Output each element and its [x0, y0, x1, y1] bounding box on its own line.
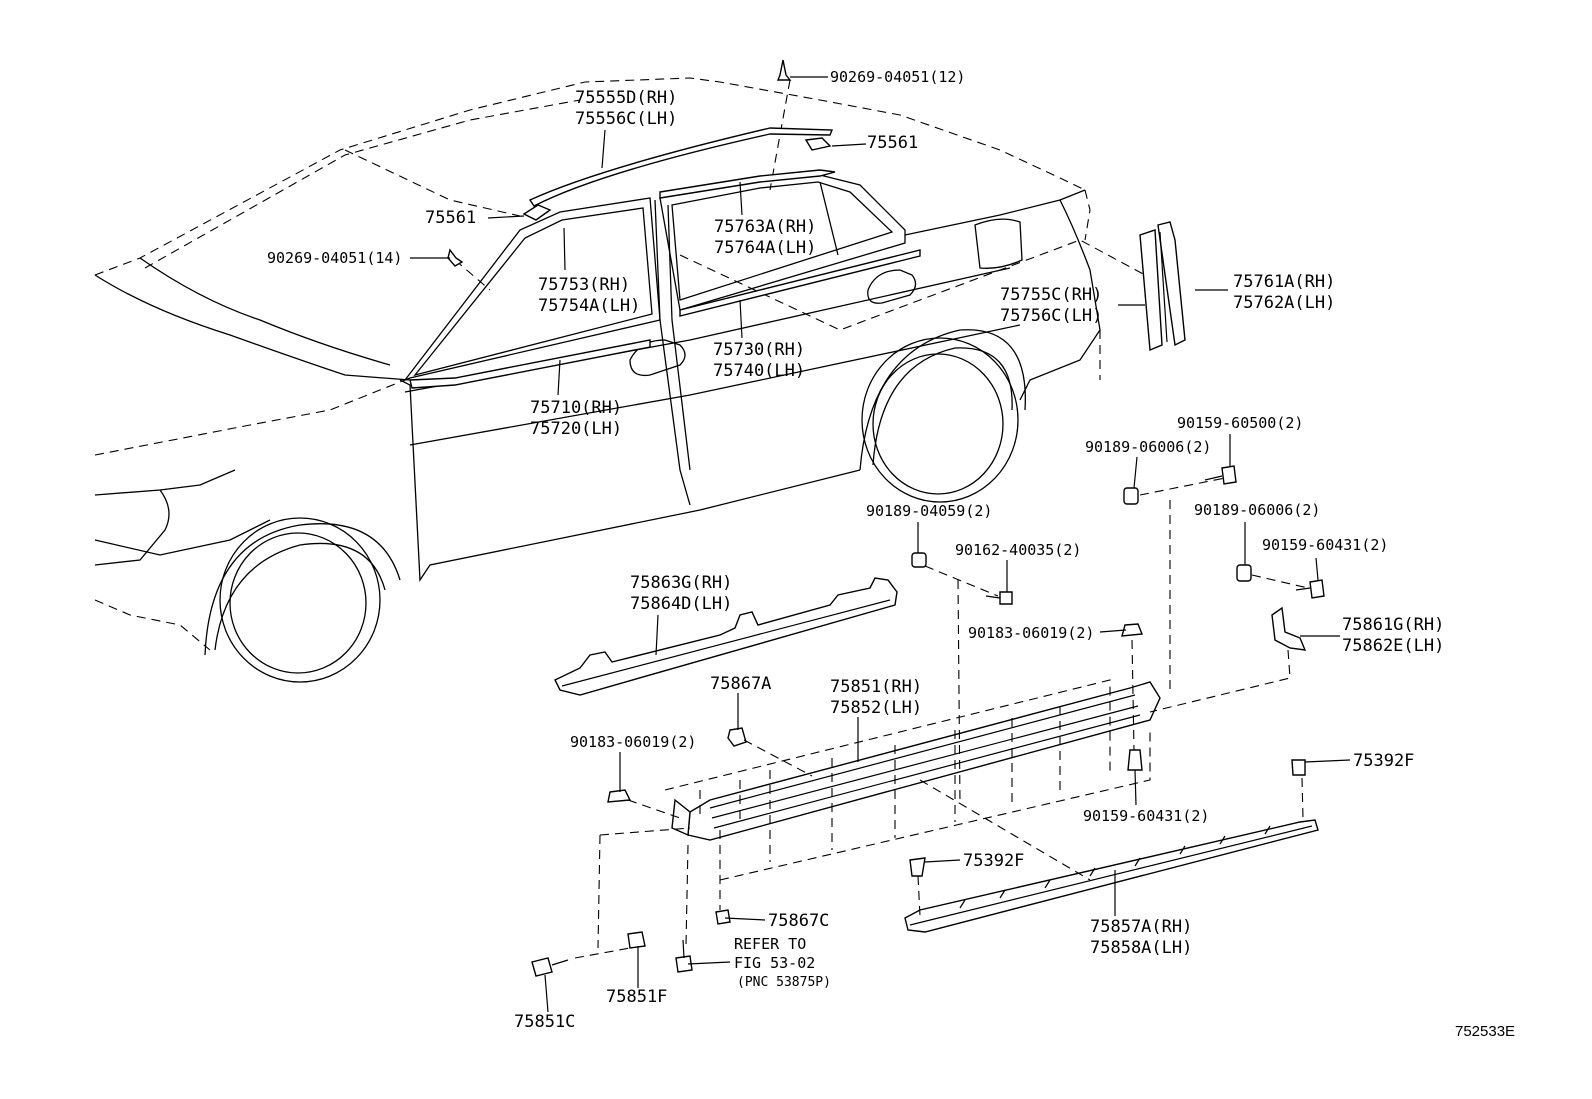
label-75762a-lh: 75762A(LH)	[1233, 293, 1335, 313]
label-75861g-rh: 75861G(RH)	[1342, 615, 1444, 635]
refer-line-3: (PNC 53875P)	[737, 975, 831, 990]
label-75710-rh: 75710(RH)	[530, 398, 622, 418]
figure-id: 752533E	[1455, 1023, 1515, 1040]
assembly-guide-lines	[574, 477, 1309, 959]
label-75867a: 75867A	[710, 674, 771, 694]
label-90159-60431-upper: 90159-60431(2)	[1262, 536, 1388, 554]
label-90189-04059: 90189-04059(2)	[866, 502, 992, 520]
label-75851f: 75851F	[606, 987, 667, 1007]
label-90189-06006-upper: 90189-06006(2)	[1085, 438, 1211, 456]
label-75756c-lh: 75756C(LH)	[1000, 306, 1102, 326]
label-75556c-lh: 75556C(LH)	[575, 109, 677, 129]
label-75754a-lh: 75754A(LH)	[538, 296, 640, 316]
label-75761a-rh: 75761A(RH)	[1233, 272, 1335, 292]
label-75864d-lh: 75864D(LH)	[630, 594, 732, 614]
label-75852-lh: 75852(LH)	[830, 698, 922, 718]
label-90183-06019-upper: 90183-06019(2)	[968, 624, 1094, 642]
label-75561-upper: 75561	[867, 133, 918, 153]
label-90189-06006-lower: 90189-06006(2)	[1194, 501, 1320, 519]
rocker-main-part	[671, 681, 1161, 841]
label-75764a-lh: 75764A(LH)	[714, 238, 816, 258]
rocker-bracket-part	[1271, 606, 1307, 651]
label-75561-lower: 75561	[425, 208, 476, 228]
label-90269-04051-14: 90269-04051(14)	[267, 249, 402, 267]
label-75851-rh: 75851(RH)	[830, 677, 922, 697]
label-90162-40035: 90162-40035(2)	[955, 541, 1081, 559]
label-75863g-rh: 75863G(RH)	[630, 573, 732, 593]
label-75753-rh: 75753(RH)	[538, 275, 630, 295]
belt-molding-parts	[409, 169, 921, 389]
label-75720-lh: 75720(LH)	[530, 419, 622, 439]
label-90183-06019-lower: 90183-06019(2)	[570, 733, 696, 751]
label-90269-04051-12: 90269-04051(12)	[830, 68, 965, 86]
rocker-upper-part	[554, 577, 898, 696]
refer-line-2: FIG 53-02	[734, 954, 815, 972]
pillar-garnish-parts	[1139, 221, 1186, 352]
fastener-parts	[531, 465, 1325, 977]
rocker-lower-part	[904, 819, 1319, 933]
label-75755c-rh: 75755C(RH)	[1000, 285, 1102, 305]
part-labels: 90269-04051(12) 75555D(RH) 75556C(LH) 75…	[267, 68, 1515, 1040]
leader-lines	[410, 76, 1351, 1013]
label-75862e-lh: 75862E(LH)	[1342, 636, 1444, 656]
label-90159-60431-lower: 90159-60431(2)	[1083, 807, 1209, 825]
label-75857a-rh: 75857A(RH)	[1090, 917, 1192, 937]
label-75740-lh: 75740(LH)	[713, 361, 805, 381]
car-body-outline	[94, 77, 1101, 683]
label-75858a-lh: 75858A(LH)	[1090, 938, 1192, 958]
label-75730-rh: 75730(RH)	[713, 340, 805, 360]
label-75392f-left: 75392F	[963, 851, 1024, 871]
label-75763a-rh: 75763A(RH)	[714, 217, 816, 237]
roof-molding-part	[447, 59, 834, 267]
label-75851c: 75851C	[514, 1012, 575, 1032]
label-75867c: 75867C	[768, 911, 829, 931]
refer-line-1: REFER TO	[734, 935, 806, 953]
label-90159-60500: 90159-60500(2)	[1177, 414, 1303, 432]
label-75555d-rh: 75555D(RH)	[575, 88, 677, 108]
body-guide-lines	[454, 79, 1146, 331]
label-75392f-right: 75392F	[1353, 751, 1414, 771]
